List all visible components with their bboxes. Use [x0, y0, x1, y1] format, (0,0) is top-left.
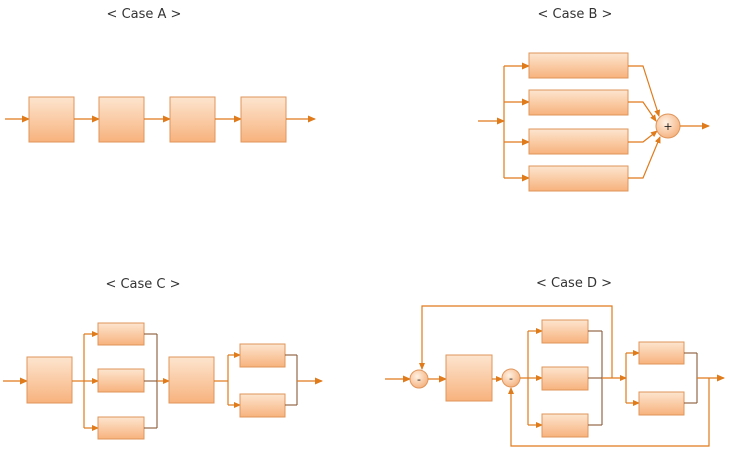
case-d-sum-symbol-1: - [417, 373, 421, 386]
case-b-block-2 [528, 89, 629, 116]
case-d-sum-symbol-2: - [509, 372, 513, 385]
case-b-sum-symbol: + [663, 120, 672, 133]
case-b-sum-input-2 [628, 101, 657, 122]
case-c-parallel-block-5 [239, 393, 286, 418]
case-c-parallel-block-3 [97, 416, 145, 440]
case-c-block-2 [168, 356, 215, 404]
case-c-block-1 [26, 356, 73, 404]
case-d-outer-feedback-loop [419, 305, 613, 378]
case-a-block-3 [169, 96, 216, 143]
case-d-parallel-block-4 [638, 341, 685, 365]
case-b-block-4 [528, 165, 629, 192]
case-d-parallel-block-5 [638, 391, 685, 416]
case-b-title: < Case B > [538, 7, 613, 22]
case-a-block-1 [28, 96, 75, 143]
case-c-title: < Case C > [105, 277, 180, 292]
case-d-parallel-block-1 [541, 319, 589, 344]
case-c-diagram: < Case C > [3, 277, 323, 440]
case-c-parallel-block-4 [239, 343, 286, 368]
case-b-diagram: < Case B > + [478, 7, 710, 192]
case-c-parallel-block-1 [97, 322, 145, 346]
case-a-block-2 [98, 96, 145, 143]
case-b-block-3 [528, 128, 629, 155]
case-d-block-1 [445, 354, 493, 402]
case-a-block-4 [240, 96, 287, 143]
case-b-sum-input-4 [628, 136, 661, 179]
case-a-title: < Case A > [107, 7, 182, 22]
case-b-sum-input-3 [628, 130, 658, 143]
case-d-inner-feedback-loop [508, 378, 710, 447]
case-c-parallel-block-2 [97, 368, 145, 393]
case-d-parallel-block-3 [541, 413, 589, 438]
case-b-sum-input-1 [628, 65, 661, 117]
case-a-diagram: < Case A > [5, 7, 316, 143]
case-d-parallel-block-2 [541, 366, 589, 391]
case-d-diagram: < Case D > - - [385, 276, 725, 447]
case-b-block-1 [528, 52, 629, 79]
case-d-title: < Case D > [536, 276, 612, 291]
